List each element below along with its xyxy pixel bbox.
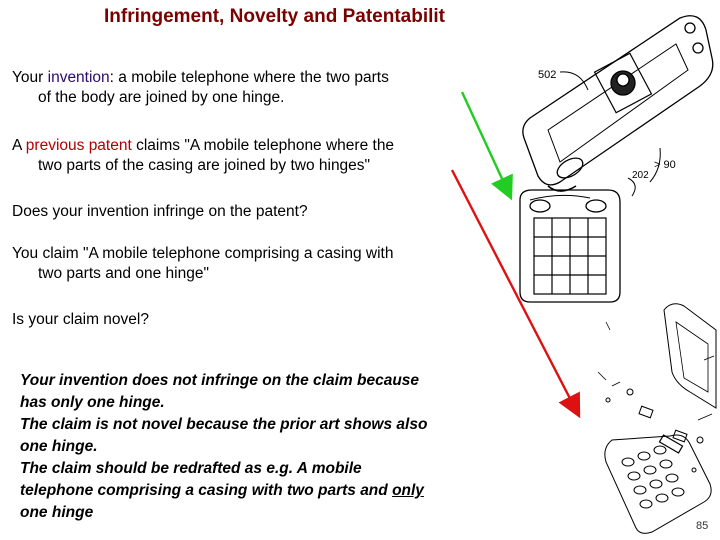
ref-label-502: 502 <box>538 69 556 81</box>
text: claims "A mobile telephone where the <box>131 137 395 154</box>
novelty-question: Is your claim novel? <box>12 311 149 328</box>
text: two parts of the casing are joined by tw… <box>38 157 371 174</box>
text: : a mobile telephone where the two parts <box>109 69 389 86</box>
previous-patent-term: previous patent <box>25 137 132 154</box>
text: two parts and one hinge" <box>38 265 209 282</box>
answer-line: Your invention does not infringe on the … <box>20 372 420 389</box>
answer-line: one hinge. <box>20 438 98 455</box>
text: telephone comprising a casing with two p… <box>20 482 393 499</box>
prior-patent-paragraph: A previous patent claims "A mobile telep… <box>12 136 482 176</box>
answer-line: The claim is not novel because the prior… <box>20 416 428 433</box>
ref-label-202: 202 <box>632 170 649 181</box>
invention-paragraph: Your invention: a mobile telephone where… <box>12 68 482 108</box>
emphasis-only: only <box>392 482 424 499</box>
text: You claim "A mobile telephone comprising… <box>12 245 394 262</box>
answer-line: one hinge <box>20 504 94 521</box>
page-number: 85 <box>696 520 709 532</box>
infringement-question: Does your invention infringe on the pate… <box>12 203 308 220</box>
invention-term: invention <box>47 69 110 86</box>
slide-title: Infringement, Novelty and Patentabilit <box>104 6 445 27</box>
claim-paragraph: You claim "A mobile telephone comprising… <box>12 244 482 284</box>
green-arrow <box>460 91 513 201</box>
text: Your <box>12 69 48 86</box>
answer-line: telephone comprising a casing with two p… <box>20 480 510 502</box>
answer-line: has only one hinge. <box>20 394 165 411</box>
portrait-image <box>610 70 636 96</box>
red-arrow <box>450 169 581 419</box>
two-hinge-phone-drawing <box>597 303 717 534</box>
text: of the body are joined by one hinge. <box>38 89 285 106</box>
text: A <box>12 137 26 154</box>
answer-line: The claim should be redrafted as e.g. A … <box>20 460 362 477</box>
angle-label: > 90 <box>654 159 676 171</box>
one-hinge-phone-drawing <box>519 15 714 303</box>
answer-block: Your invention does not infringe on the … <box>20 370 510 524</box>
